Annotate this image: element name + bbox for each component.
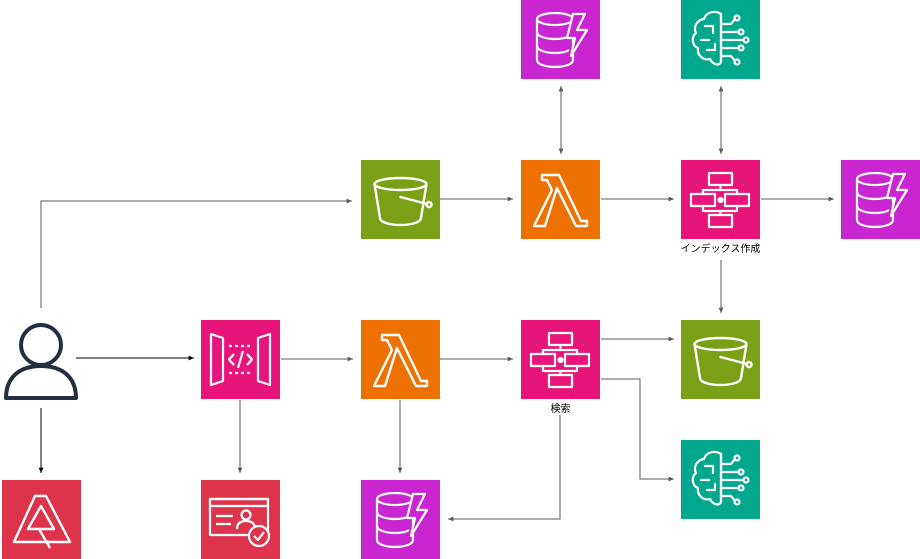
connections [38,86,834,522]
service-tile [521,160,600,239]
service-tile [361,320,440,399]
lambda-icon [372,333,429,388]
amplify-node[interactable] [2,480,81,559]
bedrock-brain-icon [691,10,750,66]
api-gateway-node[interactable] [201,320,280,399]
dynamodb-icon [535,11,589,69]
dynamodb-top-node[interactable] [521,0,600,79]
bedrock-bottom-node[interactable] [681,440,760,519]
step-functions-search-node[interactable] [521,320,600,399]
step-functions-index-node[interactable] [681,160,760,239]
lambda-bottom-node[interactable] [361,320,440,399]
search-label: 検索 [551,402,571,415]
service-tile [201,480,280,559]
user-node[interactable] [4,323,78,400]
lambda-top-node[interactable] [521,160,600,239]
service-tile [361,160,440,239]
edge-user-to-s3-top [40,198,352,308]
bucket-icon [373,176,433,227]
dynamodb-icon [375,491,429,549]
api-gateway-icon [209,332,272,387]
cognito-icon [208,497,271,548]
service-tile [681,320,760,399]
bedrock-brain-icon [691,450,750,506]
amplify-icon [12,494,72,549]
index-label: インデックス作成 [681,242,761,255]
bedrock-top-node[interactable] [681,0,760,79]
edge-sf-search-to-dynamo-bottom [448,415,561,522]
user-icon [4,323,78,400]
dynamodb-right-node[interactable] [841,160,920,239]
step-functions-icon [689,171,751,229]
lambda-icon [532,173,589,228]
step-functions-icon [529,331,591,389]
dynamodb-icon [855,171,909,229]
s3-bucket-bottom-node[interactable] [681,320,760,399]
dynamodb-bottom-node[interactable] [361,480,440,559]
bucket-icon [693,336,753,387]
edge-sf-search-to-bedrock-bottom [601,378,674,482]
s3-bucket-top-node[interactable] [361,160,440,239]
cognito-node[interactable] [201,480,280,559]
service-tile [2,480,81,559]
